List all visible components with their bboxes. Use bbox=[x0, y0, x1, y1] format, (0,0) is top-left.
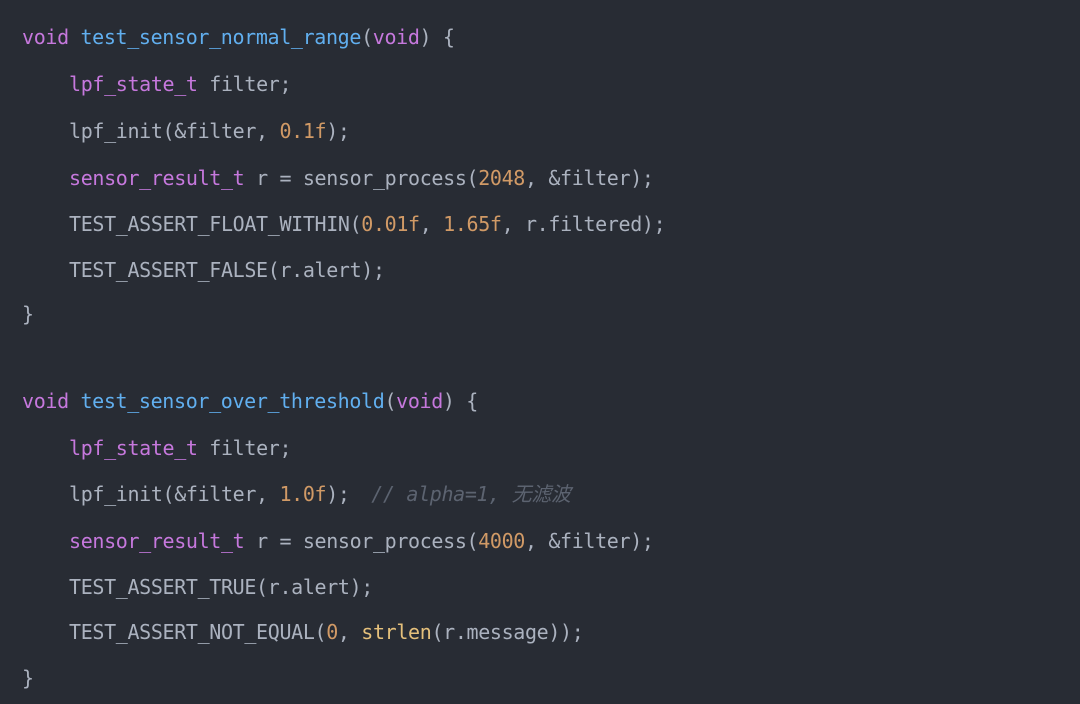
code-text: TEST_ASSERT_FALSE(r.alert); bbox=[69, 258, 385, 282]
code-line-closing-brace: } bbox=[22, 665, 34, 691]
code-line: sensor_result_t r = sensor_process(4000,… bbox=[69, 528, 654, 554]
number-literal: 0.01f bbox=[361, 212, 420, 236]
code-line-closing-brace: } bbox=[22, 301, 34, 327]
code-text: r = sensor_process( bbox=[244, 529, 479, 553]
code-text: TEST_ASSERT_NOT_EQUAL( bbox=[69, 620, 327, 644]
punctuation: ) { bbox=[419, 25, 455, 49]
code-line-fn1-signature: void test_sensor_normal_range(void) { bbox=[22, 24, 455, 50]
code-text: lpf_init(&filter, bbox=[69, 482, 280, 506]
type-name: lpf_state_t bbox=[69, 72, 198, 96]
punctuation: } bbox=[22, 666, 34, 690]
type-name: lpf_state_t bbox=[69, 436, 198, 460]
keyword: void bbox=[372, 25, 420, 49]
code-line: TEST_ASSERT_FALSE(r.alert); bbox=[69, 257, 385, 283]
keyword: void bbox=[22, 25, 69, 49]
code-line: lpf_state_t filter; bbox=[69, 435, 291, 461]
number-literal: 0 bbox=[326, 620, 338, 644]
code-text: ); bbox=[326, 482, 350, 506]
code-text: (r.message)); bbox=[431, 620, 584, 644]
punctuation: } bbox=[22, 302, 34, 326]
function-name: test_sensor_over_threshold bbox=[80, 389, 385, 413]
code-line: lpf_init(&filter, 1.0f); // alpha=1, 无滤波 bbox=[69, 481, 571, 507]
code-line: lpf_init(&filter, 0.1f); bbox=[69, 118, 350, 144]
number-literal: 2048 bbox=[478, 166, 525, 190]
code-text: ); bbox=[326, 119, 350, 143]
code-line: TEST_ASSERT_FLOAT_WITHIN(0.01f, 1.65f, r… bbox=[69, 211, 666, 237]
code-line-fn2-signature: void test_sensor_over_threshold(void) { bbox=[22, 388, 478, 414]
code-line: lpf_state_t filter; bbox=[69, 71, 291, 97]
code-text: TEST_ASSERT_TRUE(r.alert); bbox=[69, 575, 373, 599]
code-text: TEST_ASSERT_FLOAT_WITHIN( bbox=[69, 212, 362, 236]
keyword: void bbox=[22, 389, 69, 413]
type-name: sensor_result_t bbox=[69, 529, 245, 553]
code-text: filter; bbox=[197, 72, 292, 96]
number-literal: 1.65f bbox=[443, 212, 502, 236]
code-line: sensor_result_t r = sensor_process(2048,… bbox=[69, 165, 654, 191]
punctuation: ( bbox=[361, 25, 373, 49]
builtin-function: strlen bbox=[361, 620, 432, 644]
number-literal: 1.0f bbox=[279, 482, 327, 506]
code-line: TEST_ASSERT_TRUE(r.alert); bbox=[69, 574, 373, 600]
punctuation: ( bbox=[384, 389, 397, 413]
number-literal: 0.1f bbox=[279, 119, 327, 143]
code-line: TEST_ASSERT_NOT_EQUAL(0, strlen(r.messag… bbox=[69, 619, 584, 645]
number-literal: 4000 bbox=[478, 529, 525, 553]
code-comment: // alpha=1, 无滤波 bbox=[359, 482, 571, 506]
code-text: lpf_init(&filter, bbox=[69, 119, 280, 143]
code-text: r = sensor_process( bbox=[244, 166, 479, 190]
punctuation: ) { bbox=[442, 389, 478, 413]
code-text: , &filter); bbox=[524, 529, 654, 553]
code-text: filter; bbox=[197, 436, 292, 460]
function-name: test_sensor_normal_range bbox=[80, 25, 362, 49]
code-text: , bbox=[337, 620, 362, 644]
code-text: , bbox=[419, 212, 444, 236]
code-text: , r.filtered); bbox=[501, 212, 666, 236]
code-text: , &filter); bbox=[524, 166, 654, 190]
type-name: sensor_result_t bbox=[69, 166, 245, 190]
keyword: void bbox=[396, 389, 443, 413]
